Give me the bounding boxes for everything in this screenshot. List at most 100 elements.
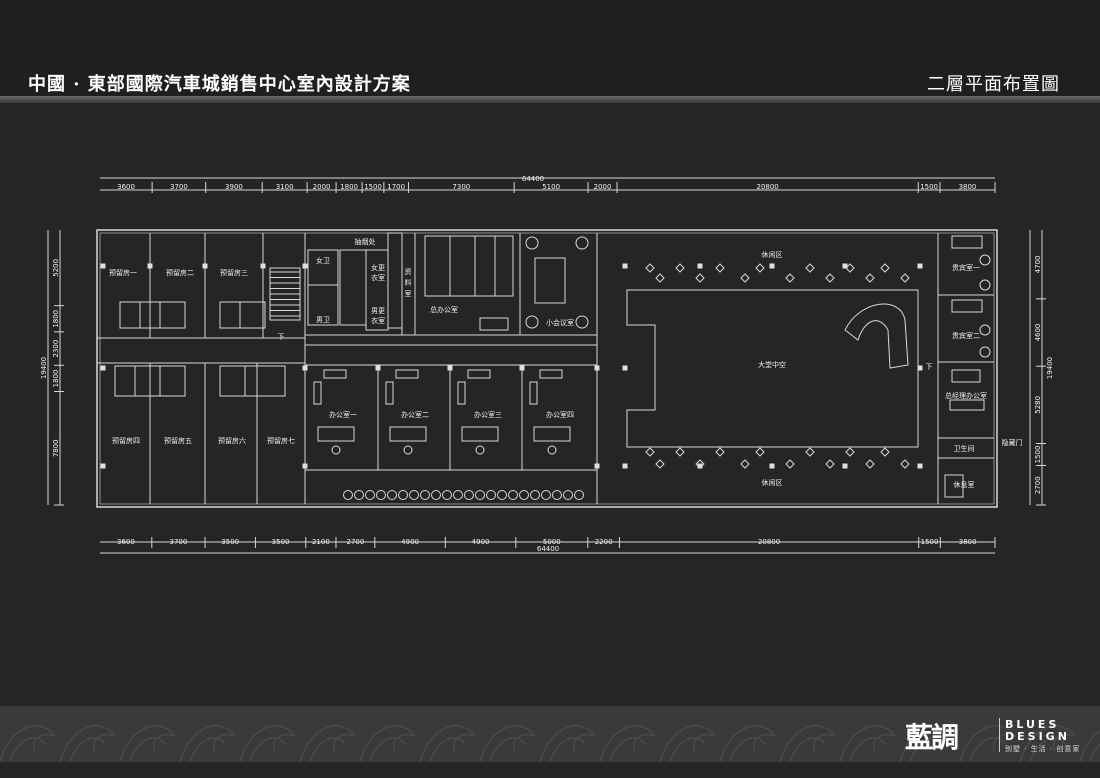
left-dim-label: 1800	[52, 369, 60, 387]
room-archive-1: 资	[405, 267, 412, 276]
lounge-chair	[900, 459, 910, 469]
room-wc: 卫生间	[954, 444, 975, 453]
office-sofa	[467, 369, 491, 379]
planter	[563, 490, 573, 500]
structural-column	[917, 463, 923, 469]
top-dim-label: 1700	[387, 183, 405, 191]
lounge-chair	[675, 447, 685, 457]
wave-curl	[489, 737, 526, 762]
lounge-chair	[740, 273, 750, 283]
wave-curl	[0, 725, 58, 762]
wave-curl	[129, 737, 166, 762]
wave-curl	[659, 725, 718, 762]
wave-curl	[539, 725, 598, 762]
lounge-chair	[655, 273, 665, 283]
top-dim-label: 3600	[117, 183, 135, 191]
left-total-dim: 19400	[40, 357, 48, 379]
room-vip-1: 贵宾室一	[952, 263, 980, 272]
office-desk	[461, 426, 499, 442]
room-female-locker-1: 女更	[371, 263, 385, 272]
structural-column	[594, 463, 600, 469]
structural-column	[100, 365, 106, 371]
lounge-chair	[740, 459, 750, 469]
lounge-chair	[785, 459, 795, 469]
footer-band	[0, 706, 1100, 762]
room-office-4: 办公室四	[546, 410, 574, 419]
lounge-chair	[715, 447, 725, 457]
wave-curl	[239, 725, 298, 762]
lounge-chair	[755, 447, 765, 457]
room-gm-office: 总经理办公室	[945, 391, 987, 400]
wave-curl	[1019, 725, 1078, 762]
room-reserve-7: 预留房七	[267, 436, 295, 445]
room-vip-2: 贵宾室二	[952, 331, 980, 340]
wave-curl	[669, 737, 706, 762]
room-reserve-5: 预留房五	[164, 436, 192, 445]
room-reserve-1: 预留房一	[109, 268, 137, 277]
top-dim-label: 2000	[313, 183, 331, 191]
right-total-dim: 19400	[1046, 357, 1054, 379]
structural-column	[917, 263, 923, 269]
room-male-locker-2: 衣室	[371, 316, 385, 325]
floor-plan: 64400 64400 3600370039003100200018001500…	[40, 175, 1054, 554]
wave-curl	[729, 737, 766, 762]
bottom-dim-label: 5000	[543, 538, 561, 546]
room-female-wc: 女卫	[316, 256, 330, 265]
top-dim-label: 3900	[225, 183, 243, 191]
planter	[453, 490, 463, 500]
lounge-chair	[655, 459, 665, 469]
top-dim-label: 2000	[594, 183, 612, 191]
wave-curl	[789, 737, 826, 762]
bottom-dim-label: 3600	[117, 538, 135, 546]
room-lounge-top: 休闲区	[762, 250, 783, 259]
structural-column	[917, 365, 923, 371]
bottom-dim-label: 20800	[758, 538, 780, 546]
structural-column	[519, 365, 525, 371]
room-rest: 休息室	[954, 480, 975, 489]
structural-column	[769, 263, 775, 269]
logo-english-line1: BLUES	[1005, 718, 1060, 731]
office-chair	[331, 445, 341, 455]
planter	[354, 490, 364, 500]
right-dim-label: 1500	[1034, 446, 1042, 464]
bottom-dim-label: 2700	[346, 538, 364, 546]
room-reserve-3: 预留房三	[220, 268, 248, 277]
wave-curl	[909, 737, 946, 762]
spiral-staircase	[844, 303, 909, 369]
room-lounge-bottom: 休闲区	[762, 478, 783, 487]
planter	[552, 490, 562, 500]
title-bar: 中國 · 東部國際汽車城銷售中心室內設計方案 二層平面布置圖	[0, 68, 1100, 96]
lounge-chair	[715, 263, 725, 273]
planter	[431, 490, 441, 500]
structural-column	[100, 263, 106, 269]
structural-column	[260, 263, 266, 269]
wave-curl	[299, 725, 358, 762]
office-desk	[317, 426, 355, 442]
structural-column	[697, 463, 703, 469]
wave-curl	[1079, 730, 1100, 762]
blues-design-logo: 藍調 BLUES DESIGN 别墅 · 生活 · 创意家	[905, 716, 1085, 756]
wave-curl	[599, 725, 658, 762]
planter	[574, 490, 584, 500]
planter	[575, 236, 589, 250]
top-dim-label: 1800	[340, 183, 358, 191]
office-chair	[403, 445, 413, 455]
room-male-locker-1: 男更	[371, 307, 385, 315]
structural-column	[375, 365, 381, 371]
room-reserve-4: 预留房四	[112, 436, 140, 445]
top-dim-label: 1500	[920, 183, 938, 191]
right-dim-label: 2700	[1034, 476, 1042, 494]
room-general-office: 总办公室	[430, 305, 458, 314]
atrium-outline	[626, 289, 919, 448]
room-archive-2: 料	[405, 278, 412, 287]
logo-separator	[999, 718, 1000, 752]
lounge-chair	[805, 263, 815, 273]
lounge-chair	[805, 447, 815, 457]
room-archive-3: 室	[405, 289, 412, 298]
office-cabinet	[313, 381, 322, 405]
lounge-chair	[865, 459, 875, 469]
bottom-dim-label: 4900	[401, 538, 419, 546]
room-small-meeting: 小会议室	[546, 318, 574, 327]
hidden-door-label: 隐藏门	[1002, 438, 1023, 447]
bottom-dim-label: 3500	[272, 538, 290, 546]
